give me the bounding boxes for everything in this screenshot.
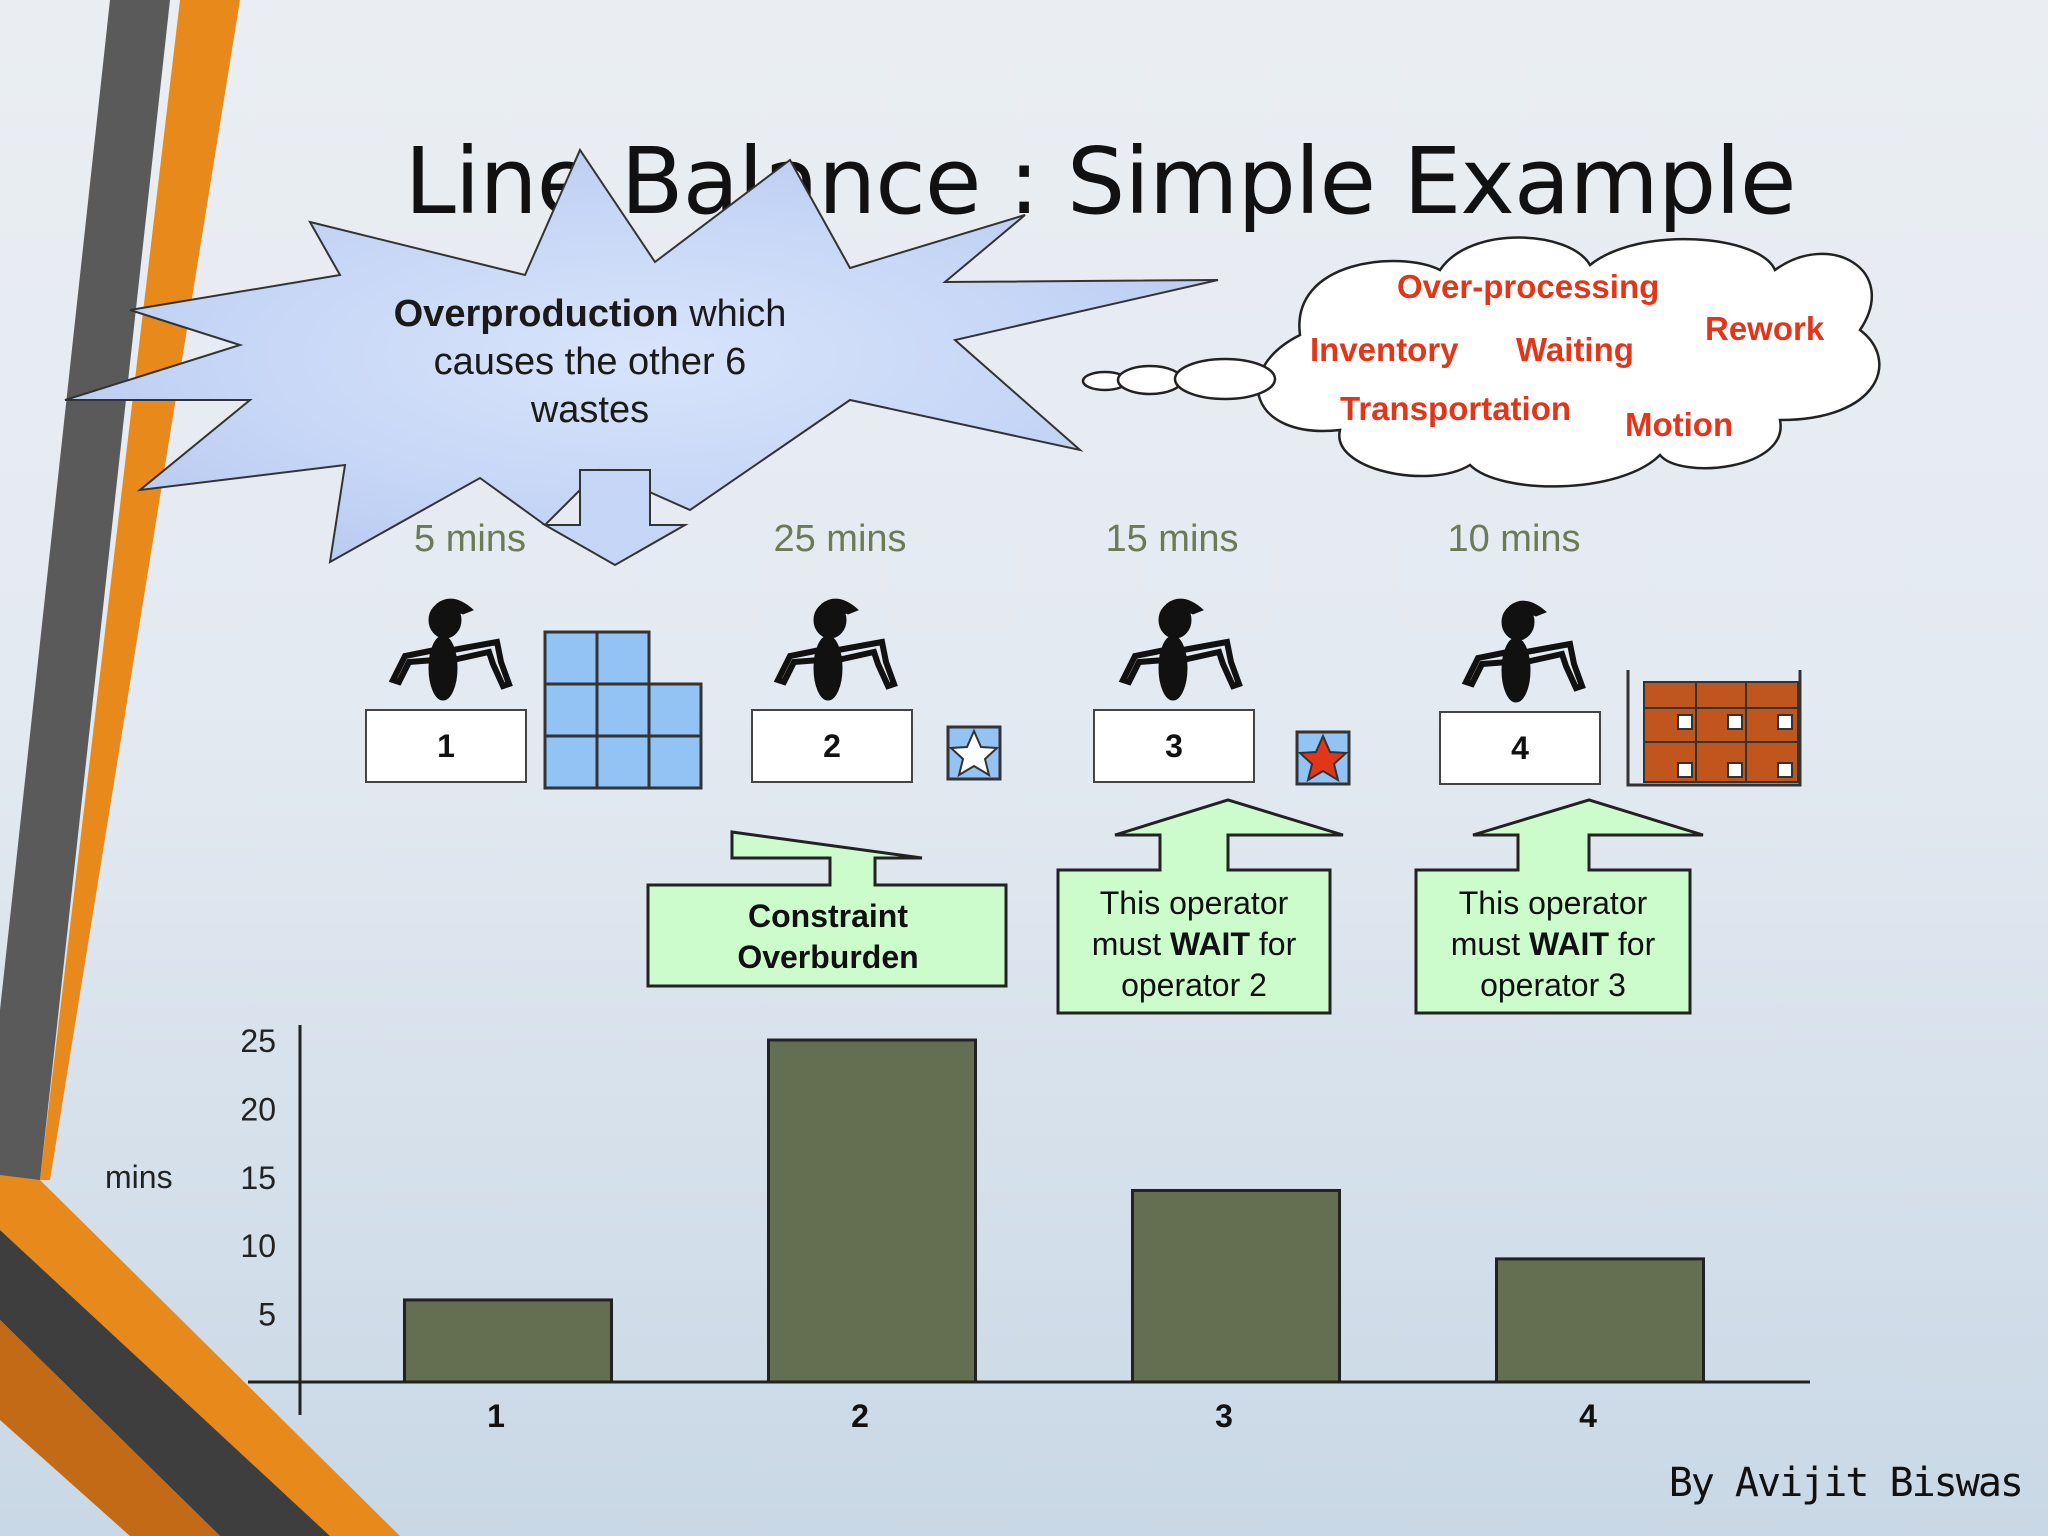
starburst-line3: wastes	[530, 389, 650, 431]
y-tick-label: 25	[240, 1023, 276, 1059]
x-tick-label: 2	[851, 1398, 869, 1434]
y-tick-label: 5	[258, 1297, 276, 1333]
overproduction-label: Overproduction	[393, 293, 679, 335]
wait4-must: must	[1450, 926, 1529, 962]
bar	[767, 1038, 977, 1384]
starburst-line2: causes the other 6	[433, 341, 747, 383]
station4-time: 10 mins	[1447, 518, 1581, 560]
constraint-callout-text: Constraint Overburden	[650, 896, 1006, 978]
operator-icon	[1461, 600, 1586, 703]
wait4-line3: operator 3	[1480, 967, 1626, 1003]
wait3-for: for	[1249, 926, 1297, 962]
constraint-callout-shape	[646, 830, 1008, 988]
finished-goods-container	[1626, 670, 1802, 787]
wait4-callout-shape	[1414, 798, 1704, 1015]
wait3-line1: This operator	[1099, 885, 1289, 921]
orange-bottom-stripe	[0, 1175, 400, 1536]
bar	[1131, 1188, 1341, 1384]
station3-box: 3	[1093, 709, 1255, 783]
x-tick-label: 1	[487, 1398, 505, 1434]
y-tick-label: 20	[240, 1091, 276, 1127]
y-tick-label: 10	[240, 1228, 276, 1264]
wip-inventory-blocks	[543, 630, 703, 790]
slide-title: Line Balance : Simple Example	[404, 128, 1797, 235]
red-star-part	[1295, 730, 1351, 786]
station4-box: 4	[1439, 711, 1601, 785]
waste-over-processing: Over-processing	[1397, 268, 1660, 305]
waste-transportation: Transportation	[1340, 390, 1572, 427]
operators	[388, 598, 1586, 703]
author-credit: By Avijit Biswas	[1668, 1460, 2024, 1506]
y-axis-label: mins	[105, 1159, 173, 1195]
wait4-line1: This operator	[1458, 885, 1648, 921]
wait3-must: must	[1091, 926, 1170, 962]
waste-motion: Motion	[1625, 406, 1734, 443]
x-tick-label: 4	[1579, 1398, 1597, 1434]
station3-time: 15 mins	[1105, 518, 1239, 560]
waste-waiting: Waiting	[1516, 331, 1634, 368]
station1-box: 1	[365, 709, 527, 783]
orange-stripe	[0, 0, 240, 1180]
x-tick-label: 3	[1215, 1398, 1233, 1434]
y-tick-label: 15	[240, 1160, 276, 1196]
wait3-line3: operator 2	[1121, 967, 1267, 1003]
wait4-wait: WAIT	[1529, 926, 1609, 962]
operator-icon	[773, 598, 898, 701]
station2-time: 25 mins	[773, 518, 907, 560]
wait4-callout-text: This operator must WAIT for operator 3	[1416, 883, 1690, 1006]
bar	[403, 1298, 613, 1384]
waste-thought-cloud	[1081, 236, 1881, 488]
waste-inventory: Inventory	[1310, 331, 1459, 368]
overproduction-starburst	[64, 147, 1219, 564]
bar	[1495, 1257, 1705, 1384]
starburst-text: Overproduction which causes the other 6 …	[330, 290, 850, 434]
operator-icon	[1118, 598, 1243, 701]
operator-icon	[388, 598, 513, 701]
wait3-callout-text: This operator must WAIT for operator 2	[1058, 883, 1330, 1006]
constraint-line2: Overburden	[737, 939, 919, 975]
down-arrow	[541, 469, 689, 567]
dark-bottom-stripe	[0, 1230, 330, 1536]
gray-stripe	[0, 0, 170, 1180]
waste-rework: Rework	[1705, 310, 1825, 347]
starburst-line1-rest: which	[678, 293, 787, 335]
wait3-callout-shape	[1056, 798, 1344, 1015]
station2-box: 2	[751, 709, 913, 783]
wait4-for: for	[1608, 926, 1656, 962]
station1-time: 5 mins	[414, 518, 526, 560]
brown-bottom-stripe	[0, 1320, 220, 1536]
white-star-part	[946, 725, 1002, 781]
wait3-wait: WAIT	[1170, 926, 1250, 962]
constraint-line1: Constraint	[748, 898, 908, 934]
